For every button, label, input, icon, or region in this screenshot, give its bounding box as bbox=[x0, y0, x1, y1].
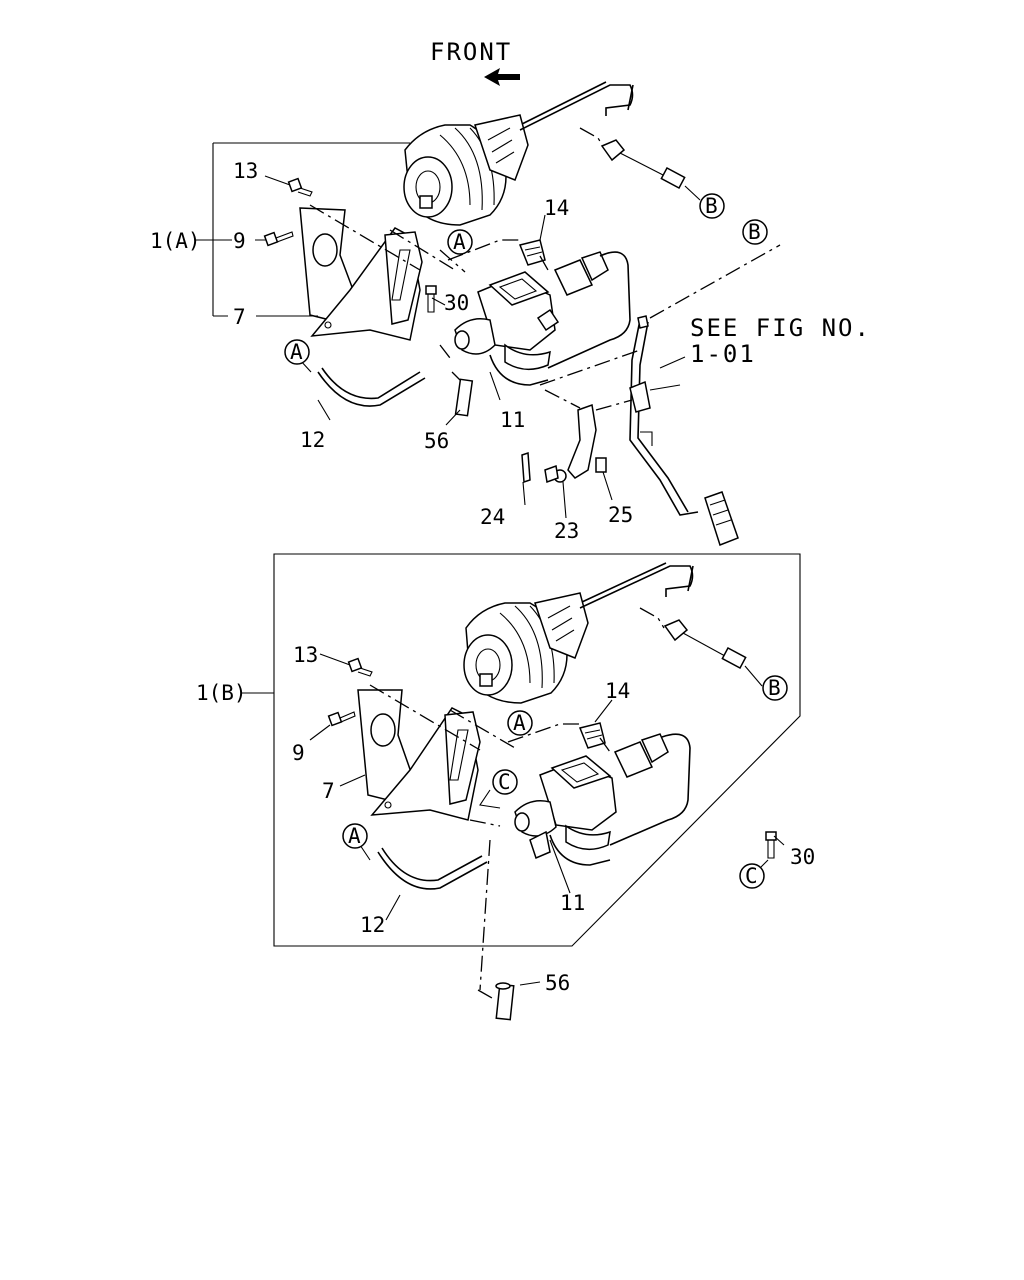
screw-9b-icon bbox=[327, 711, 356, 727]
callout-23: 23 bbox=[554, 519, 579, 543]
assembly-frame-b bbox=[273, 553, 801, 947]
callout-7: 7 bbox=[233, 305, 246, 329]
harness-plug bbox=[547, 251, 631, 369]
callout-14b: 14 bbox=[605, 679, 630, 703]
bolt-13b-icon bbox=[347, 657, 373, 677]
hose-12 bbox=[317, 367, 426, 407]
callout-24: 24 bbox=[480, 505, 505, 529]
ref-circle-b-top-2 bbox=[742, 219, 768, 245]
callout-56: 56 bbox=[424, 429, 449, 453]
ref-b-bottom-1: B bbox=[768, 676, 781, 700]
see-fig-number: 1-01 bbox=[690, 340, 756, 368]
front-label: FRONT bbox=[430, 38, 512, 66]
ref-circle-a-top-1 bbox=[447, 229, 473, 255]
ref-c-bottom-2: C bbox=[745, 864, 758, 888]
callout-12b: 12 bbox=[360, 913, 385, 937]
callout-30b: 30 bbox=[790, 845, 815, 869]
ref-a-top-1: A bbox=[453, 230, 466, 254]
ref-a-bottom-1: A bbox=[513, 711, 526, 735]
ref-circle-b-bottom-1 bbox=[762, 675, 788, 701]
ref-circle-a-bottom-2 bbox=[342, 823, 368, 849]
callout-11b: 11 bbox=[560, 891, 585, 915]
bolt-30b-icon bbox=[765, 831, 777, 859]
cable-connector-bottom bbox=[663, 619, 747, 670]
callout-7b: 7 bbox=[322, 779, 335, 803]
bolt-30-icon bbox=[425, 285, 437, 313]
ref-circle-b-top-1 bbox=[699, 193, 725, 219]
callout-11: 11 bbox=[500, 408, 525, 432]
callout-56b: 56 bbox=[545, 971, 570, 995]
actuator-housing-b bbox=[463, 592, 589, 704]
ref-circle-a-top-2 bbox=[284, 339, 310, 365]
mounting-bracket-b bbox=[357, 689, 481, 821]
accelerator-pedal bbox=[629, 315, 739, 546]
callout-25: 25 bbox=[608, 503, 633, 527]
connector-14b-icon bbox=[578, 722, 606, 749]
ref-c-bottom-1: C bbox=[498, 770, 511, 794]
callout-14: 14 bbox=[544, 196, 569, 220]
connector-14-icon bbox=[518, 239, 546, 266]
motor-actuator-b bbox=[514, 755, 617, 866]
callout-13: 13 bbox=[233, 159, 258, 183]
callout-9: 9 bbox=[233, 229, 246, 253]
screw-9-icon bbox=[263, 231, 294, 247]
front-arrow-icon bbox=[484, 68, 520, 86]
assembly-label-b: 1(B) bbox=[196, 681, 247, 705]
callout-30: 30 bbox=[444, 291, 469, 315]
bolt-13-icon bbox=[287, 177, 313, 197]
bottom-assembly: A A B C C 1(B) 13 9 7 14 11 12 56 30 bbox=[196, 553, 815, 1021]
ref-a-top-2: A bbox=[290, 340, 303, 364]
assembly-bracket-a bbox=[212, 142, 410, 317]
see-fig-label: SEE FIG NO. bbox=[690, 314, 871, 342]
ref-circle-a-bottom-1 bbox=[507, 710, 533, 736]
top-assembly: A A B B 1(A) 13 9 7 14 30 11 12 56 24 23… bbox=[150, 81, 871, 546]
ref-b-top-1: B bbox=[705, 194, 718, 218]
sleeve-56b-icon bbox=[495, 982, 515, 1021]
actuator-housing bbox=[403, 114, 529, 226]
ref-a-bottom-2: A bbox=[348, 824, 361, 848]
pedal-link bbox=[521, 403, 607, 484]
hose-12b bbox=[377, 847, 488, 890]
mounting-bracket bbox=[299, 207, 423, 341]
cable-connector-top bbox=[600, 139, 686, 190]
ref-circle-c-bottom-1 bbox=[492, 769, 518, 795]
ref-circle-c-bottom-2 bbox=[739, 863, 765, 889]
motor-actuator bbox=[454, 271, 560, 386]
callout-13b: 13 bbox=[293, 643, 318, 667]
sleeve-56-icon bbox=[454, 378, 474, 417]
ref-b-top-2: B bbox=[748, 220, 761, 244]
callout-12: 12 bbox=[300, 428, 325, 452]
harness-plug-b bbox=[609, 733, 691, 846]
assembly-label-a: 1(A) bbox=[150, 229, 201, 253]
callout-9b: 9 bbox=[292, 741, 305, 765]
